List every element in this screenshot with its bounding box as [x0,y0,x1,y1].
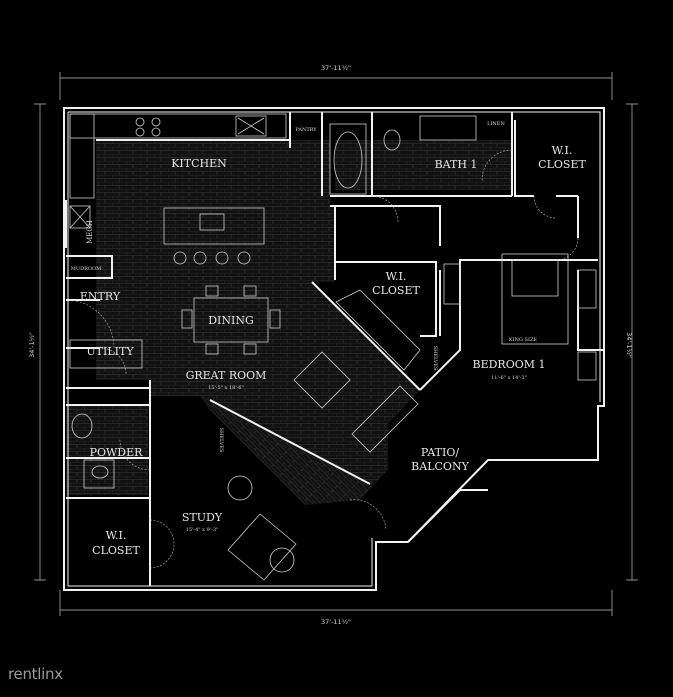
dimension-right: 34'-1½" [625,332,633,358]
room-label-dining: DINING [208,314,254,327]
room-label-study: STUDY [182,511,223,524]
rentlinx-logo: rentlinx [8,665,63,683]
interior-walls [65,112,604,586]
study-furniture [227,475,297,581]
room-label-wi-closet-3-line2: CLOSET [92,544,140,557]
room-label-bath: BATH 1 [435,158,478,171]
label-shelves-1: SHELVES [432,346,438,371]
room-label-utility: UTILITY [86,345,134,358]
room-label-powder: POWDER [90,446,144,459]
room-label-wi-closet-2-line2: CLOSET [372,284,420,297]
room-size-bedroom: 11'-6" x 14'-3" [491,375,527,381]
kitchen-fixtures [69,113,287,265]
room-label-patio-line1: PATIO/ [421,446,459,459]
great-room-furniture [293,289,421,453]
room-label-linen: LINEN [487,121,505,127]
room-label-great-room: GREAT ROOM [186,369,267,382]
room-label-wi-closet-1-line2: CLOSET [538,158,586,171]
dimension-bottom: 37'-11½" [321,618,351,626]
room-size-study: 15'-4" x 9'-3" [186,527,219,533]
dimension-lines [34,72,638,616]
floor-fill [66,140,512,505]
room-label-pantry: PANTRY [295,127,317,133]
label-shelves-2: SHELVES [218,428,224,453]
dimension-top: 37'-11½" [321,64,351,72]
room-label-wi-closet-1-line1: W.I. [552,144,573,157]
room-label-wi-closet-2-line1: W.I. [386,270,407,283]
bed [443,253,597,381]
room-label-bedroom: BEDROOM 1 [472,358,545,371]
room-label-mudroom: MUDROOM [71,266,101,272]
doors [65,149,579,569]
room-label-wi-closet-3-line1: W.I. [106,529,127,542]
room-size-great-room: 15'-5" x 18'-6" [208,385,244,391]
dining-table [181,285,281,355]
room-label-kitchen: KITCHEN [171,157,227,170]
room-label-entry: ENTRY [80,290,121,303]
label-king-size: KING SIZE [509,337,538,343]
room-label-mech: MECH [86,220,94,244]
dimension-left: 34'-1½" [28,332,36,358]
bath-fixtures [69,115,477,489]
room-label-patio-line2: BALCONY [411,460,469,473]
